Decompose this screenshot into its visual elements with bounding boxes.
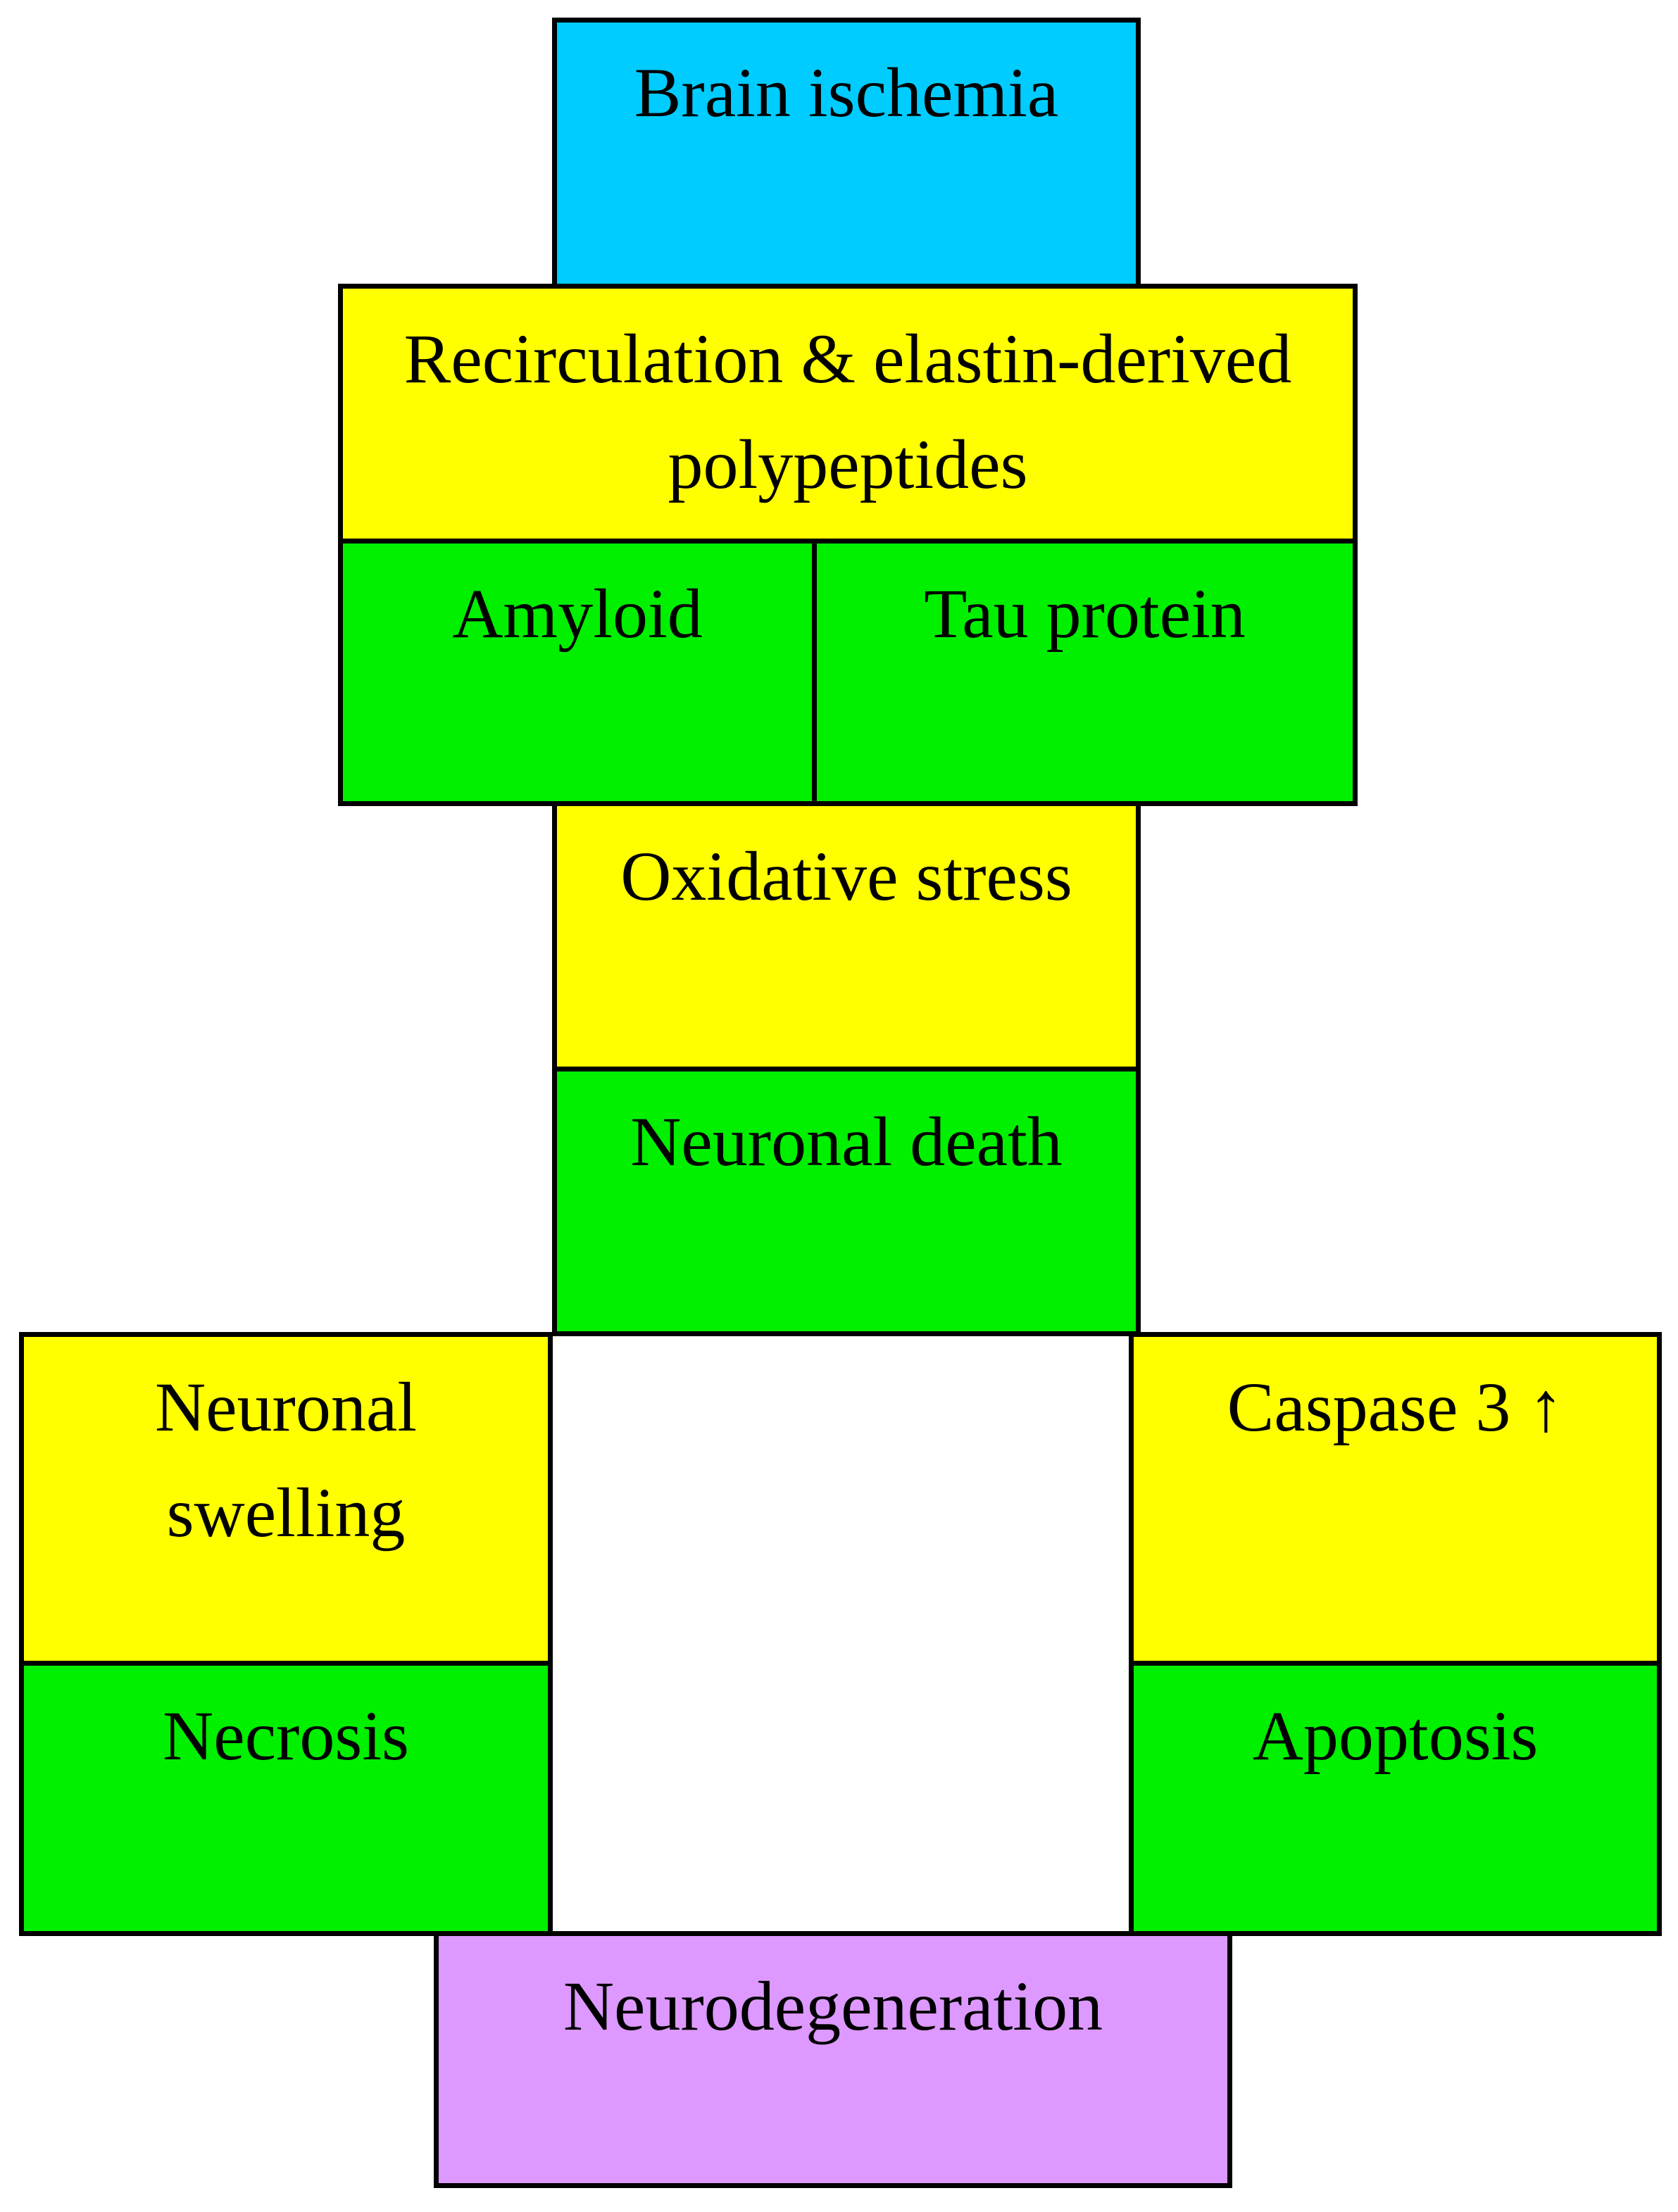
box-recirculation-elastin-derived-polypeptides: Recirculation & elastin-derived polypept… bbox=[338, 284, 1358, 543]
box-neuronal-death: Neuronal death bbox=[552, 1067, 1141, 1336]
box-oxidative-stress: Oxidative stress bbox=[552, 801, 1141, 1072]
box-tau-protein: Tau protein bbox=[812, 539, 1358, 806]
box-neurodegeneration: Neurodegeneration bbox=[434, 1931, 1232, 2188]
box-amyloid: Amyloid bbox=[338, 539, 817, 806]
box-caspase-3-increase: Caspase 3 ↑ bbox=[1129, 1332, 1662, 1666]
box-neuronal-swelling: Neuronal swelling bbox=[19, 1332, 553, 1666]
box-apoptosis: Apoptosis bbox=[1129, 1661, 1662, 1936]
box-brain-ischemia: Brain ischemia bbox=[552, 18, 1141, 289]
box-necrosis: Necrosis bbox=[19, 1661, 553, 1936]
